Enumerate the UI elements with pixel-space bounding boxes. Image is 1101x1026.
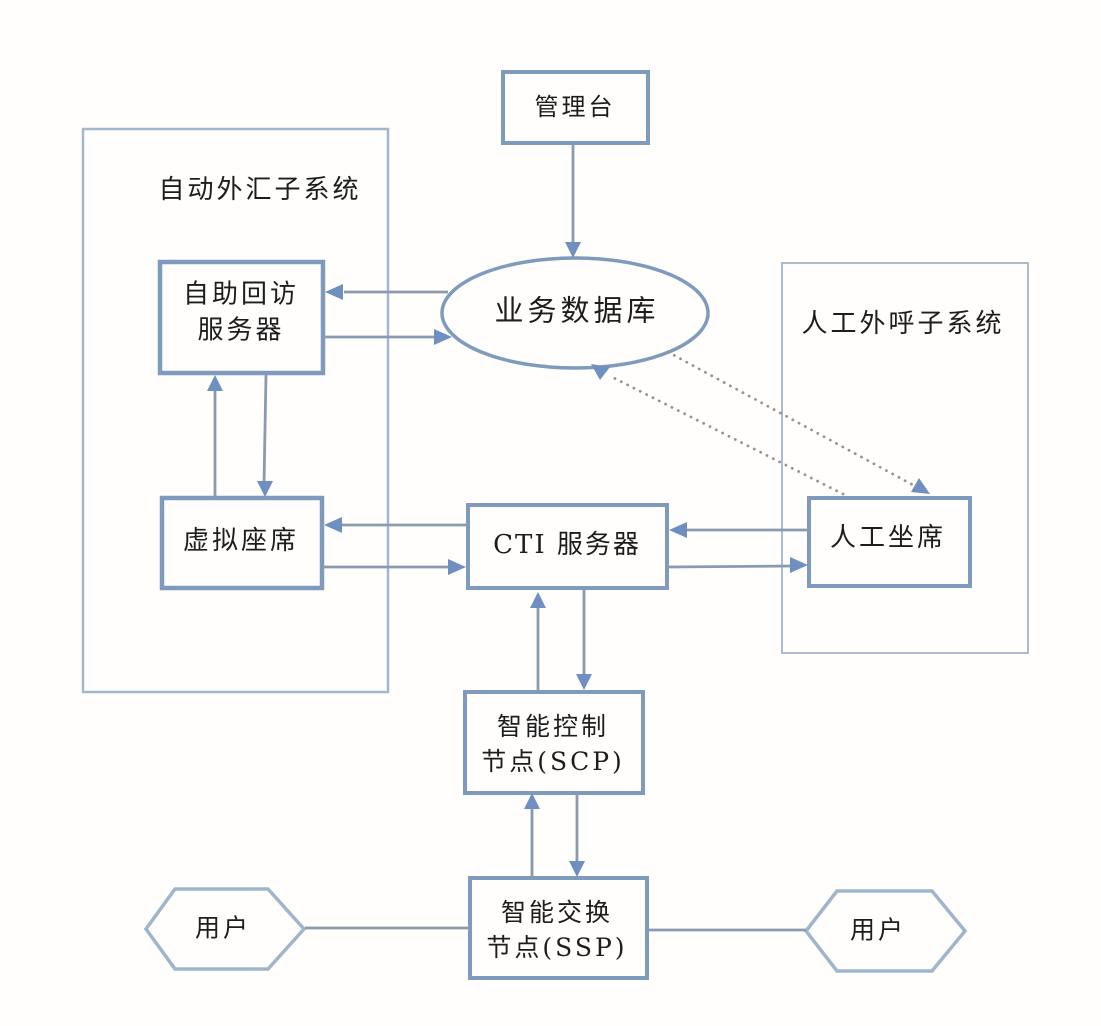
console-box <box>501 70 650 145</box>
virtual-agent-label: 虚拟座席 <box>182 525 300 556</box>
dotted-manual-db <box>608 374 845 496</box>
arrow-into-db-left <box>434 329 452 345</box>
scp-line2: 节点(SCP) <box>481 747 625 776</box>
arrow-into-virtual-right <box>324 517 342 533</box>
virtual-agent-box <box>159 495 325 591</box>
user-left-hexagon <box>143 887 307 971</box>
ssp-box <box>468 876 649 980</box>
manual-subsystem-container <box>781 262 1029 654</box>
ssp-line2: 节点(SSP) <box>486 933 628 962</box>
arrow-into-ssp-top <box>569 861 585 877</box>
business-db-label: 业务数据库 <box>494 293 660 328</box>
arrow-into-scp-top <box>576 674 592 690</box>
callback-server-box <box>157 259 326 376</box>
arrow-into-scp-bottom <box>524 793 540 809</box>
arrow-into-cti-right <box>669 522 687 538</box>
user-left-label: 用户 <box>194 913 252 943</box>
user-right-label: 用户 <box>849 915 907 945</box>
user-right-hexagon <box>803 889 968 973</box>
arrowheads <box>207 242 930 877</box>
callback-server-line1: 自助回访 <box>182 279 300 310</box>
ssp-label: 智能交换 节点(SSP) <box>486 895 627 965</box>
auto-subsystem-container <box>81 127 390 694</box>
ssp-line1: 智能交换 <box>500 898 613 927</box>
connector-callback-virtual <box>262 374 268 485</box>
arrow-into-db-bottom <box>591 364 610 380</box>
dotted-db-manual <box>666 350 915 487</box>
manual-agent-label: 人工坐席 <box>829 522 947 553</box>
cti-server-box <box>466 503 669 590</box>
arrow-into-cti-left <box>448 559 466 575</box>
business-db-ellipse <box>440 256 710 370</box>
arrow-into-virtual-top <box>257 481 273 497</box>
scp-label: 智能控制 节点(SCP) <box>481 709 625 779</box>
arrow-into-callback <box>325 284 343 300</box>
arrow-into-manual-top <box>911 478 930 494</box>
manual-agent-box <box>807 496 972 588</box>
scp-box <box>463 690 645 795</box>
auto-subsystem-title: 自动外汇子系统 <box>158 174 362 205</box>
callback-server-label: 自助回访 服务器 <box>183 277 299 350</box>
cti-server-label: CTI 服务器 <box>493 529 641 560</box>
arrow-into-callback-bottom <box>207 375 223 391</box>
scp-line1: 智能控制 <box>496 712 609 741</box>
arrow-into-cti-bottom <box>530 592 546 608</box>
connector-lines <box>213 145 809 932</box>
arrow-into-db-top <box>565 242 581 258</box>
manual-subsystem-title: 人工外呼子系统 <box>801 308 1005 339</box>
arrow-into-manual-left <box>790 557 808 573</box>
connector-cti-manual <box>666 564 795 569</box>
dotted-connectors <box>608 350 915 496</box>
console-label: 管理台 <box>534 93 616 122</box>
callback-server-line2: 服务器 <box>197 316 285 346</box>
